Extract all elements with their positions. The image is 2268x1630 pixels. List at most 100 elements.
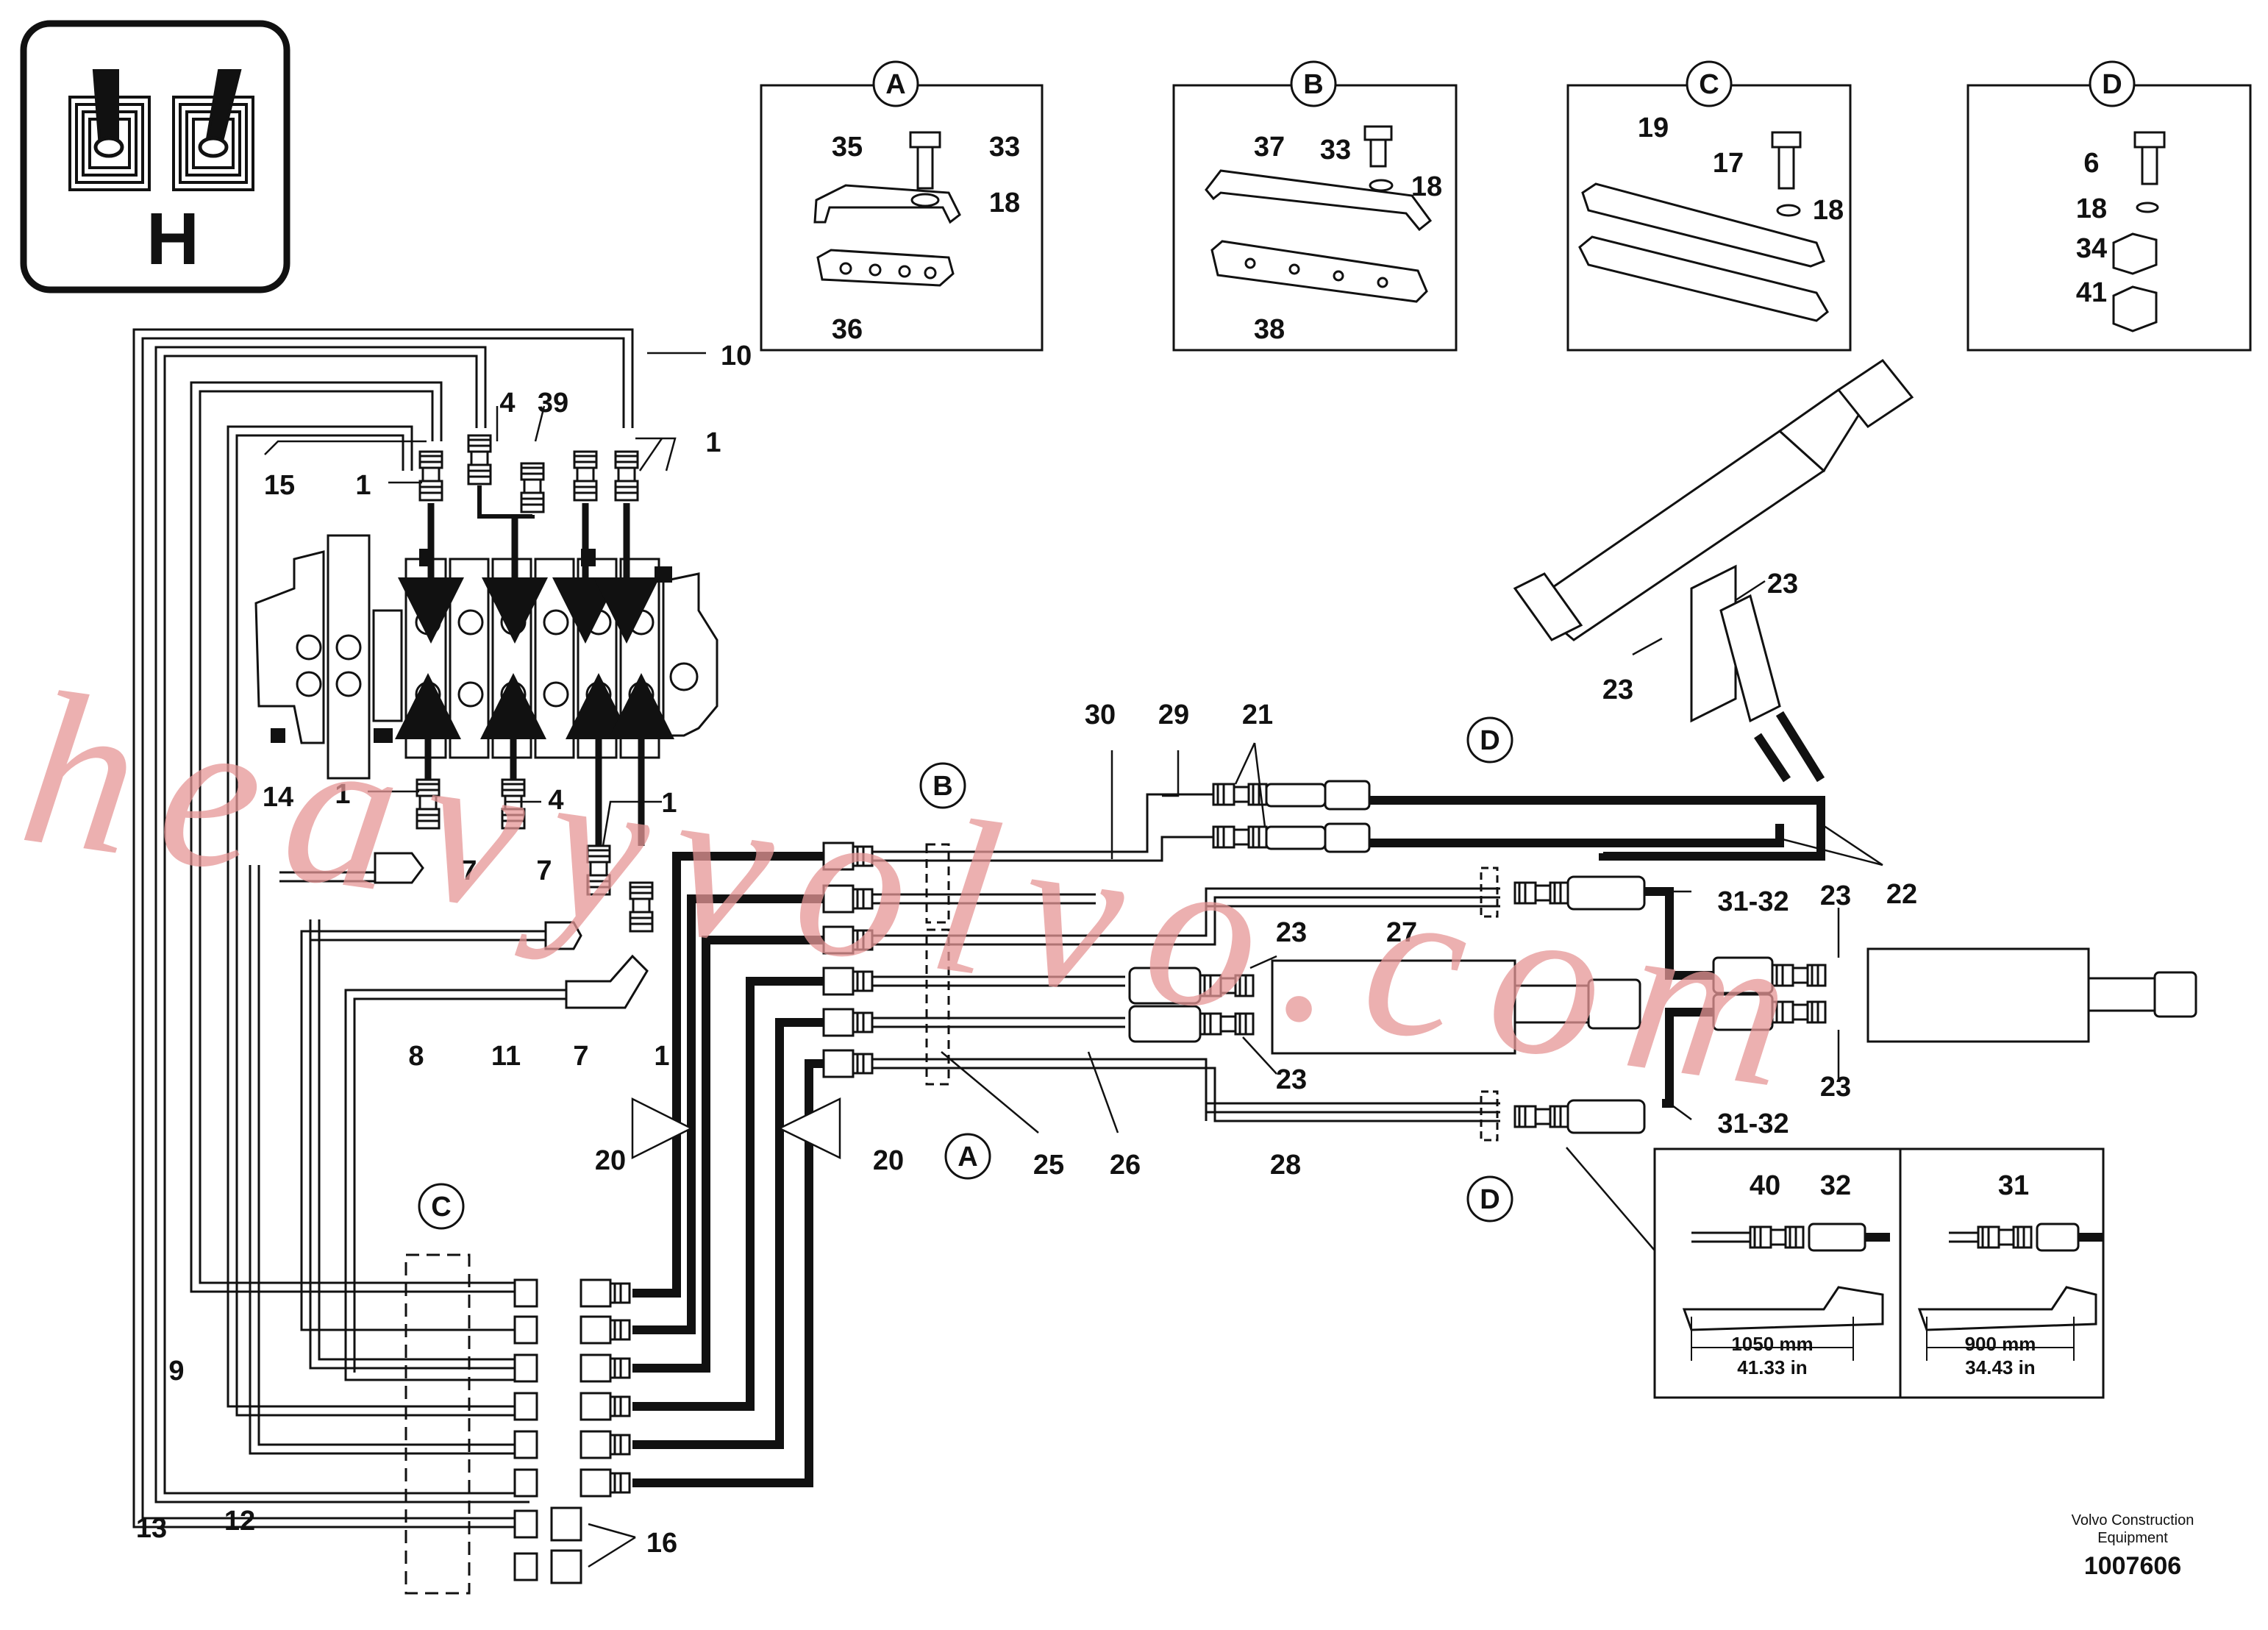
heavy-hoses	[632, 711, 1825, 1487]
section-a-letter: A	[958, 1142, 977, 1172]
callout-29: 29	[1158, 700, 1189, 730]
credit-line-2: Equipment	[2097, 1530, 2168, 1546]
part-label: 41	[2076, 277, 2107, 308]
part-label: 6	[2083, 148, 2099, 179]
hose-21-fittings	[1212, 780, 1371, 853]
part-label: 33	[1320, 135, 1351, 166]
detail-c-marker	[1686, 60, 1733, 107]
bottom-fittings	[374, 778, 654, 1009]
steering-cylinder	[1128, 959, 1641, 1055]
part-label: 37	[1254, 132, 1285, 163]
part-label: 33	[989, 132, 1020, 163]
callout-31-32: 31-32	[1717, 1108, 1789, 1139]
leader-lines	[169, 352, 1883, 1568]
section-markers	[418, 60, 2136, 1230]
callout-23: 23	[1602, 675, 1633, 705]
mid-manifold	[822, 793, 1500, 1122]
callout-14: 14	[263, 782, 293, 813]
machine-symbol-box	[20, 20, 290, 293]
section-b-marker	[919, 762, 966, 809]
part-label: 38	[1254, 314, 1285, 345]
callout-32: 32	[1820, 1170, 1851, 1201]
callout-20: 20	[873, 1145, 904, 1176]
part-label: 35	[832, 132, 863, 163]
callout-12: 12	[224, 1506, 255, 1537]
section-d-bottom-marker	[1466, 1175, 1513, 1222]
callout-10: 10	[721, 341, 752, 371]
callout-7: 7	[573, 1041, 588, 1072]
part-label: 34	[2076, 233, 2107, 264]
callout-31: 31	[1998, 1170, 2029, 1201]
detail-d-letter: D	[2102, 69, 2122, 100]
detail-d-marker	[2089, 60, 2136, 107]
part-label: 19	[1638, 113, 1669, 143]
part-label: 18	[1813, 195, 1844, 226]
callout-40: 40	[1750, 1170, 1780, 1201]
section-b-letter: B	[932, 771, 952, 802]
callout-30: 30	[1085, 700, 1116, 730]
callout-1: 1	[654, 1041, 669, 1072]
callout-1: 1	[705, 427, 721, 458]
callout-4: 4	[499, 388, 515, 419]
detail-c-letter: C	[1699, 69, 1719, 100]
bottom-manifold-fittings	[404, 1253, 631, 1595]
callout-7: 7	[536, 855, 552, 886]
callout-1: 1	[335, 779, 350, 810]
joystick-controls-icon	[68, 69, 254, 191]
detail-a	[760, 84, 1044, 352]
section-a-marker	[944, 1133, 991, 1180]
d-section-lines	[1205, 866, 1646, 1142]
callout-7: 7	[461, 855, 477, 886]
part-label: 18	[989, 188, 1020, 218]
callout-28: 28	[1270, 1150, 1301, 1181]
detail-b-letter: B	[1303, 69, 1323, 100]
detail-part-labels: 35 33 18 36 37 33 18 38 19 17 18 6 18 34…	[832, 113, 2107, 345]
section-marker-labels: A B C D B A C D D	[431, 69, 2122, 1222]
callout-23: 23	[1276, 1064, 1307, 1095]
upper-cylinder	[1513, 358, 1914, 723]
machine-symbol-letter: H	[146, 198, 200, 280]
section-d-top-letter: D	[1480, 725, 1499, 756]
detail-d	[1966, 84, 2252, 352]
detail-a-letter: A	[885, 69, 905, 100]
callout-31-32: 31-32	[1717, 886, 1789, 917]
callout-20: 20	[595, 1145, 626, 1176]
callout-13: 13	[136, 1513, 167, 1544]
callout-8: 8	[408, 1041, 424, 1072]
callout-39: 39	[538, 388, 568, 419]
callout-23: 23	[1276, 917, 1307, 948]
callout-23: 23	[1820, 880, 1851, 911]
section-d-top-marker	[1466, 716, 1513, 764]
part-label: 18	[2076, 193, 2107, 224]
callout-1: 1	[355, 470, 371, 501]
credit: Volvo Construction Equipment	[2052, 1512, 2214, 1547]
callout-26: 26	[1110, 1150, 1141, 1181]
detail-b-marker	[1290, 60, 1337, 107]
top-fittings	[395, 434, 674, 846]
callout-23: 23	[1767, 569, 1798, 599]
credit-line-1: Volvo Construction	[2071, 1512, 2194, 1528]
section-c-letter: C	[431, 1192, 451, 1222]
part-label: 17	[1713, 148, 1744, 179]
callout-15: 15	[264, 470, 295, 501]
document-number: 1007606	[2083, 1552, 2182, 1580]
measurement-left-in: 41.33 in	[1737, 1356, 1807, 1378]
measurement-right-in: 34.43 in	[1965, 1356, 2035, 1378]
main-callouts: 10 4 39 1 15 1 14 1 4 1 7 7 8 11 7 1 20 …	[136, 341, 2029, 1559]
section-c-marker	[418, 1183, 465, 1230]
length-inset: 1050 mm 41.33 in 900 mm 34.43 in	[1653, 1147, 2105, 1399]
control-valve-block	[254, 534, 718, 780]
callout-22: 22	[1886, 879, 1917, 910]
right-cylinder	[1712, 947, 2197, 1043]
detail-a-marker	[872, 60, 919, 107]
detail-b	[1172, 84, 1458, 352]
callout-9: 9	[168, 1356, 184, 1387]
section-d-bottom-letter: D	[1480, 1184, 1499, 1215]
callout-27: 27	[1386, 917, 1417, 948]
detail-c	[1566, 84, 1852, 352]
callout-11: 11	[491, 1041, 521, 1072]
callout-21: 21	[1242, 700, 1273, 730]
callout-25: 25	[1033, 1150, 1064, 1181]
